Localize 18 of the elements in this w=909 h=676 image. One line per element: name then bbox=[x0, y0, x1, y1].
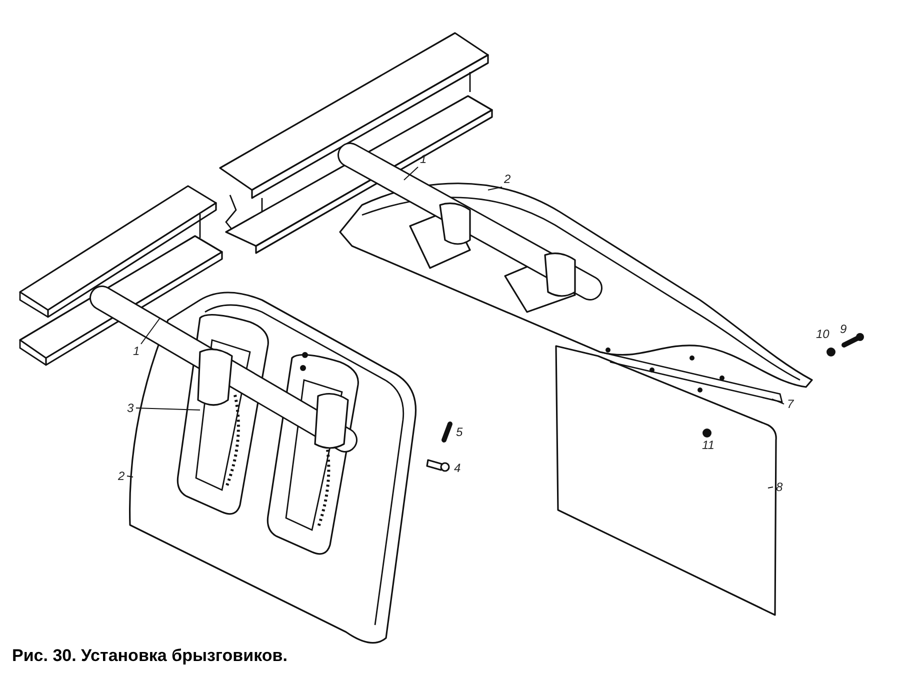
callout-number: 9 bbox=[840, 322, 847, 336]
figure-caption: Рис. 30. Установка брызговиков. bbox=[12, 646, 288, 666]
callout-number: 10 bbox=[816, 327, 830, 341]
leader-line bbox=[488, 186, 502, 190]
callout-number: 2 bbox=[118, 469, 125, 483]
leader-line bbox=[772, 398, 784, 404]
callout-number: 5 bbox=[456, 425, 463, 439]
callout-number: 1 bbox=[133, 344, 140, 358]
leader-line bbox=[136, 408, 200, 410]
leader-line bbox=[126, 476, 134, 478]
leader-line bbox=[768, 486, 774, 488]
leader-line bbox=[140, 318, 160, 344]
callout-number: 4 bbox=[454, 461, 461, 475]
callout-number: 11 bbox=[702, 438, 714, 452]
callout-number: 3 bbox=[127, 401, 134, 415]
callout-number: 7 bbox=[787, 397, 794, 411]
leader-line bbox=[404, 166, 418, 180]
callout-number: 2 bbox=[504, 172, 511, 186]
